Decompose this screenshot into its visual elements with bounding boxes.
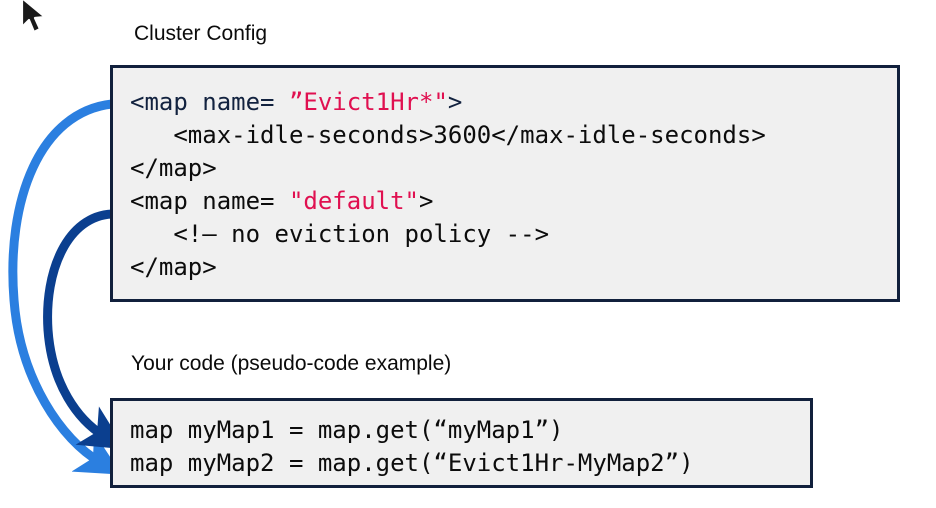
code-token-tag: <map name= <box>130 88 289 116</box>
code-line-map-close-default: </map> <box>130 255 217 279</box>
code-token-string: ”Evict1Hr*" <box>288 88 448 116</box>
code-line-map-close-evict: </map> <box>130 156 217 180</box>
user-code-block: map myMap1 = map.get(“myMap1”) map myMap… <box>110 398 813 488</box>
code-token-plain: <map name= <box>130 187 289 215</box>
code-line-comment-no-eviction: <!– no eviction policy --> <box>130 222 549 246</box>
code-token-string: "default" <box>288 187 419 215</box>
cluster-config-caption: Cluster Config <box>134 22 268 45</box>
arrow-default-to-mymap1 <box>43 209 126 450</box>
code-token-tag: > <box>447 88 463 116</box>
code-token-plain: > <box>419 187 434 215</box>
code-line-max-idle-seconds: <max-idle-seconds>3600</max-idle-seconds… <box>130 121 766 149</box>
code-token-plain: <!– no eviction policy --> <box>130 220 550 248</box>
code-line-map-open-default: <map name= "default"> <box>130 189 433 213</box>
code-token-plain: map myMap2 = map.get(“Evict1Hr-MyMap2”) <box>130 449 694 477</box>
code-line-mymap1-assignment: map myMap1 = map.get(“myMap1”) <box>130 418 563 442</box>
code-token-plain: map myMap1 = map.get(“myMap1”) <box>130 416 564 444</box>
code-line-map-open-evict: <map name= ”Evict1Hr*"> <box>130 90 462 114</box>
code-token-plain: </map> <box>130 154 217 182</box>
code-token-plain: </map> <box>130 253 217 281</box>
cluster-config-code-block: <map name= ”Evict1Hr*"> <max-idle-second… <box>110 65 900 302</box>
code-token-plain: <max-idle-seconds>3600</max-idle-seconds… <box>130 121 766 149</box>
your-code-caption: Your code (pseudo-code example) <box>131 352 452 375</box>
arrow-evict1hr-to-mymap2 <box>8 99 122 475</box>
code-line-mymap2-assignment: map myMap2 = map.get(“Evict1Hr-MyMap2”) <box>130 451 694 475</box>
mouse-pointer-icon <box>20 0 47 34</box>
